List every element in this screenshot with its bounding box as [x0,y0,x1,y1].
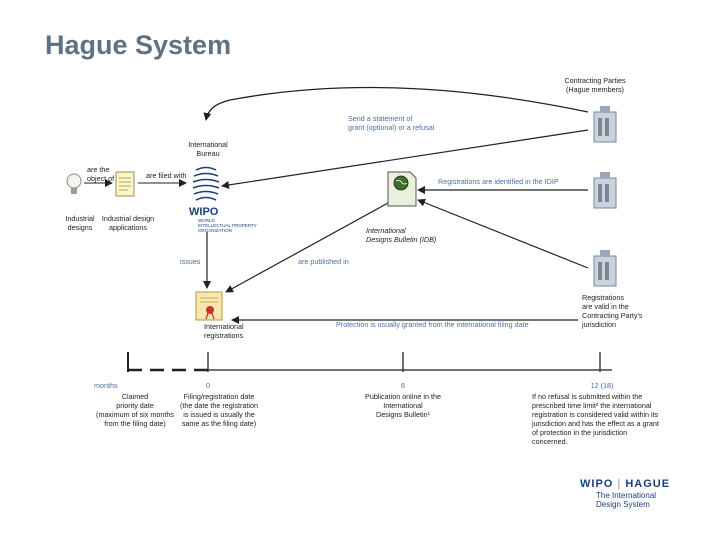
tick-0-desc: Filing/registration date (the date the r… [180,392,258,428]
international-registrations-label: International registrations [204,322,244,340]
send-statement-label: Send a statement of grant (optional) or … [348,114,435,132]
tick-0-label: 0 [206,381,210,390]
building-icon [593,106,617,143]
wipo-logo-word: WIPO [189,206,219,218]
document-icon [115,171,135,197]
registrations-valid-label: Registrations are valid in the Contracti… [582,293,643,329]
protection-granted-label: Protection is usually granted from the i… [336,320,529,329]
lightbulb-icon [66,173,82,194]
tick-12-label: 12 (18) [590,381,614,390]
building1-to-bureau-arrow [221,129,589,189]
tick-12-desc: If no refusal is submitted within the pr… [532,392,659,446]
tick-6-desc: Publication online in the International … [365,392,441,419]
brand-subtitle: The International Design System [596,491,657,509]
idb-label: International Designs Bulletin (IDB) [366,226,437,244]
building-icon [593,172,617,209]
issues-label: issues [180,257,201,266]
page-title: Hague System [45,30,232,60]
brand-hague: HAGUE [625,478,671,490]
brand-wipo: WIPO [580,478,614,490]
months-label: months [94,381,118,390]
globe-document-icon [387,171,417,207]
are-published-in-label: are published in [298,257,349,266]
contracting-parties-label: Contracting Parties (Hague members) [564,76,626,94]
wipo-logo-subtitle: WORLD INTELLECTUAL PROPERTY ORGANIZATION [198,218,257,233]
idb-to-registrations-arrow [225,202,389,293]
are-filed-with-label: are filed with [146,171,187,180]
tick-6-label: 6 [401,381,405,390]
building3-to-idb-arrow [417,198,589,269]
building-icon [593,250,617,287]
wipo-hague-brand: WIPO | HAGUE [580,478,671,490]
are-the-object-of-label: are the object of [87,165,115,183]
registrations-identified-label: Registrations are identified in the IDIP [438,177,559,186]
wipo-logo-icon [192,166,220,201]
claimed-priority-label: Claimed priority date (maximum of six mo… [96,392,174,428]
send-statement-arrow [203,86,589,121]
industrial-design-applications-label: Industrial design applications [101,214,155,232]
industrial-designs-label: Industrial designs [65,214,95,232]
certificate-icon [195,291,223,321]
international-bureau-label: International Bureau [188,140,228,158]
